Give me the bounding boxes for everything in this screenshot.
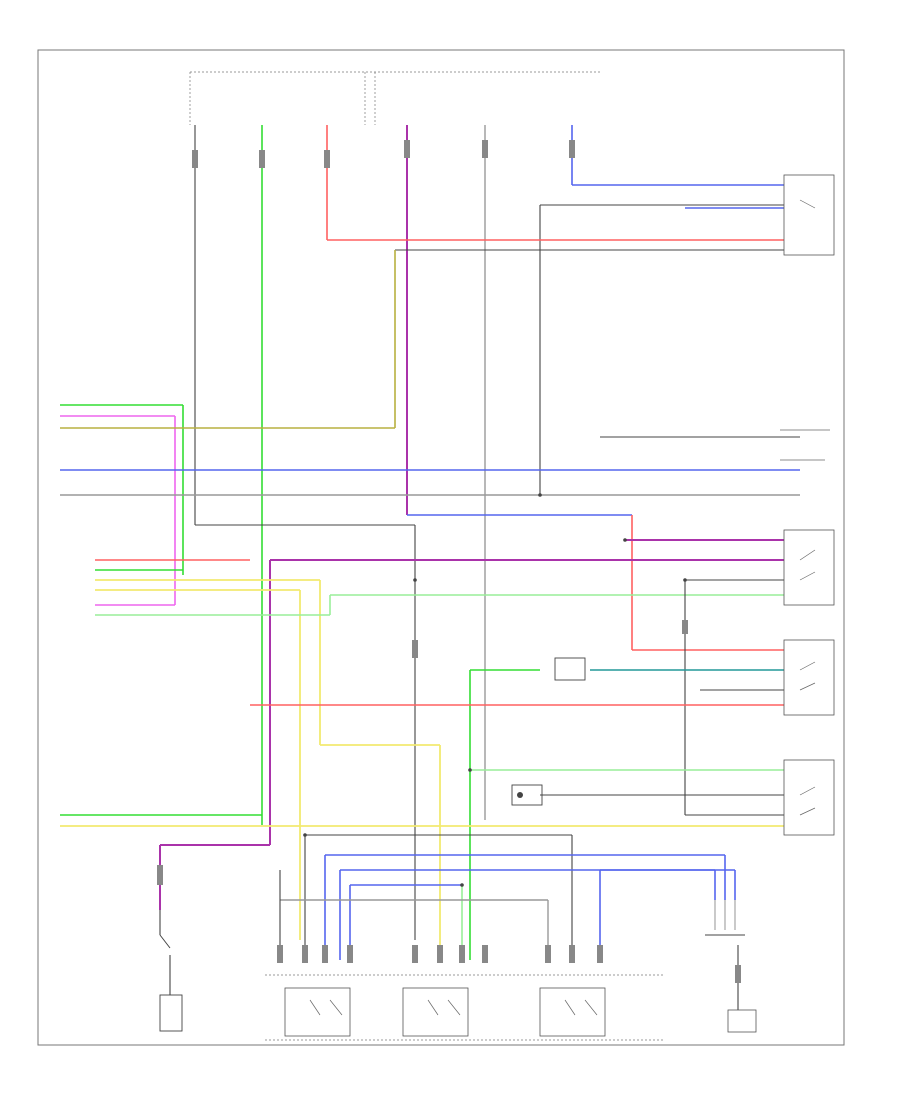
junction-dots [303, 493, 687, 887]
relay-icon [554, 657, 586, 681]
lower-bus-wiring [279, 834, 736, 960]
relay-section-wiring [60, 657, 800, 960]
bottom-relays [265, 974, 665, 1041]
right-relay-frames [783, 529, 835, 836]
left-lower-switch [159, 910, 183, 1032]
top-right-switch-wiring [327, 174, 835, 495]
header-wire-drops [194, 125, 573, 825]
diagram-frame [37, 49, 845, 1046]
switch-icon [159, 934, 171, 949]
connector-ticks [157, 140, 741, 983]
left-module-wiring [60, 404, 830, 605]
bottom-right-component [705, 900, 757, 1033]
center-connector-wiring [95, 514, 800, 960]
power-source-header [189, 71, 600, 125]
motor-icon [511, 784, 543, 806]
